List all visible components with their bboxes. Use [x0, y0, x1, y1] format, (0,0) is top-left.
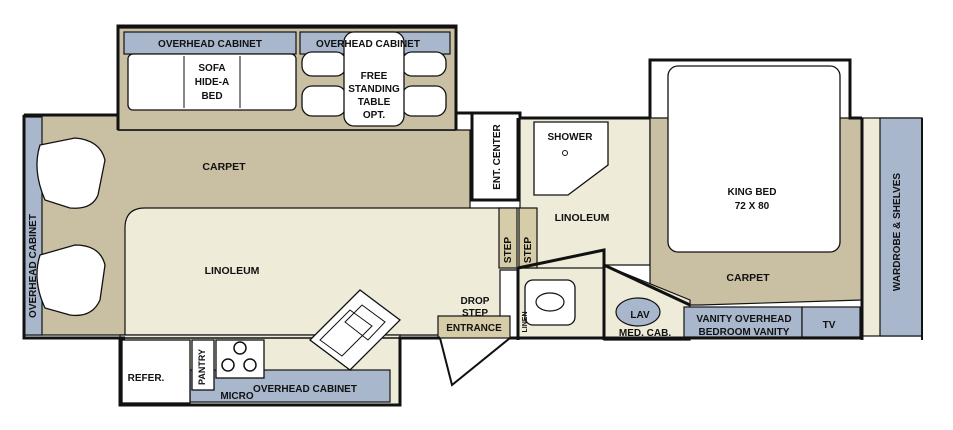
- drop-step-label-line-2: STEP: [462, 308, 488, 319]
- wardrobe-label: WARDROBE & SHELVES: [892, 173, 903, 291]
- sofa-icon: [127, 53, 297, 111]
- stove-burner-icon: [221, 358, 235, 372]
- vanity-label-line-1: VANITY OVERHEAD: [696, 314, 791, 325]
- stove: [215, 339, 265, 379]
- recliner-chair-icon: [36, 244, 106, 317]
- overhead-cabinet-left-label: OVERHEAD CABINET: [28, 214, 39, 318]
- kitchen-sink: [309, 289, 401, 371]
- door-swing-icon: [439, 337, 511, 387]
- walls: [22, 24, 923, 407]
- step-1-area: [498, 207, 518, 269]
- overhead-cabinet-top-right-label: OVERHEAD CABINET: [316, 39, 420, 50]
- wardrobe-cabinet: [879, 117, 923, 337]
- shower-label: SHOWER: [548, 132, 594, 143]
- king-bed: [667, 65, 841, 253]
- linoleum-kitchen-label: LINOLEUM: [205, 265, 260, 277]
- refrigerator: [121, 339, 191, 404]
- dining-set: [301, 31, 447, 127]
- sofa: [127, 53, 297, 111]
- kitchen-linoleum-area: [124, 207, 521, 336]
- sofa-label-line-3: BED: [201, 91, 222, 102]
- vanity-cabinet: [683, 306, 803, 338]
- king-bed-label-line-1: KING BED: [728, 187, 777, 198]
- sink-icon: [615, 297, 661, 327]
- entrance-step-area: [437, 315, 511, 339]
- table-label-line-3: TABLE: [358, 97, 391, 108]
- sofa-label-line-2: HIDE-A: [195, 77, 229, 88]
- drop-step-label-line-1: DROP: [461, 296, 490, 307]
- linen-label: LINEN: [522, 312, 529, 333]
- toilet: [524, 279, 576, 326]
- recliner-chair-icon: [36, 137, 106, 209]
- refer-label: REFER.: [128, 373, 165, 384]
- dining-chair-icon: [401, 85, 447, 117]
- shower-icon: [533, 121, 609, 196]
- dining-chair-icon: [301, 85, 347, 117]
- vanity-label-line-2: BEDROOM VANITY: [699, 327, 790, 338]
- dining-chair-icon: [401, 51, 447, 77]
- sofa-label-line-1: SOFA: [198, 63, 225, 74]
- entrance-label: ENTRANCE: [446, 323, 502, 334]
- pantry-label: PANTRY: [197, 349, 207, 385]
- stove-burner-icon: [233, 341, 247, 355]
- step-2-label: STEP: [523, 237, 534, 263]
- carpet-living-label: CARPET: [202, 161, 246, 173]
- table-label-line-2: STANDING: [348, 84, 400, 95]
- linoleum-hall-label: LINOLEUM: [555, 212, 610, 224]
- overhead-cabinet-bottom-label: OVERHEAD CABINET: [253, 384, 357, 395]
- shower: [533, 121, 609, 196]
- step-2-area: [518, 207, 538, 269]
- med-cab-label: MED. CAB.: [619, 328, 671, 339]
- labels: OVERHEAD CABINET OVERHEAD CABINET SOFA H…: [28, 39, 903, 402]
- steps: [437, 207, 538, 339]
- carpet-bedroom-label: CARPET: [726, 272, 770, 284]
- pantry: [191, 339, 215, 391]
- lav-label: LAV: [630, 310, 650, 321]
- overhead-cabinet-top-left-label: OVERHEAD CABINET: [158, 39, 262, 50]
- stove-burner-icon: [243, 358, 257, 372]
- step-1-label: STEP: [503, 237, 514, 263]
- dining-table: [343, 31, 405, 127]
- toilet-icon: [524, 279, 576, 326]
- table-label-line-1: FREE: [361, 71, 388, 82]
- tv-label: TV: [823, 320, 836, 331]
- recliners: [36, 137, 106, 317]
- micro-label: MICRO: [220, 391, 254, 402]
- ent-center-label: ENT. CENTER: [492, 123, 503, 189]
- king-bed-label-line-2: 72 X 80: [735, 201, 770, 212]
- furniture: [36, 31, 841, 404]
- table-label-line-4: OPT.: [363, 110, 385, 121]
- dining-chair-icon: [301, 51, 347, 77]
